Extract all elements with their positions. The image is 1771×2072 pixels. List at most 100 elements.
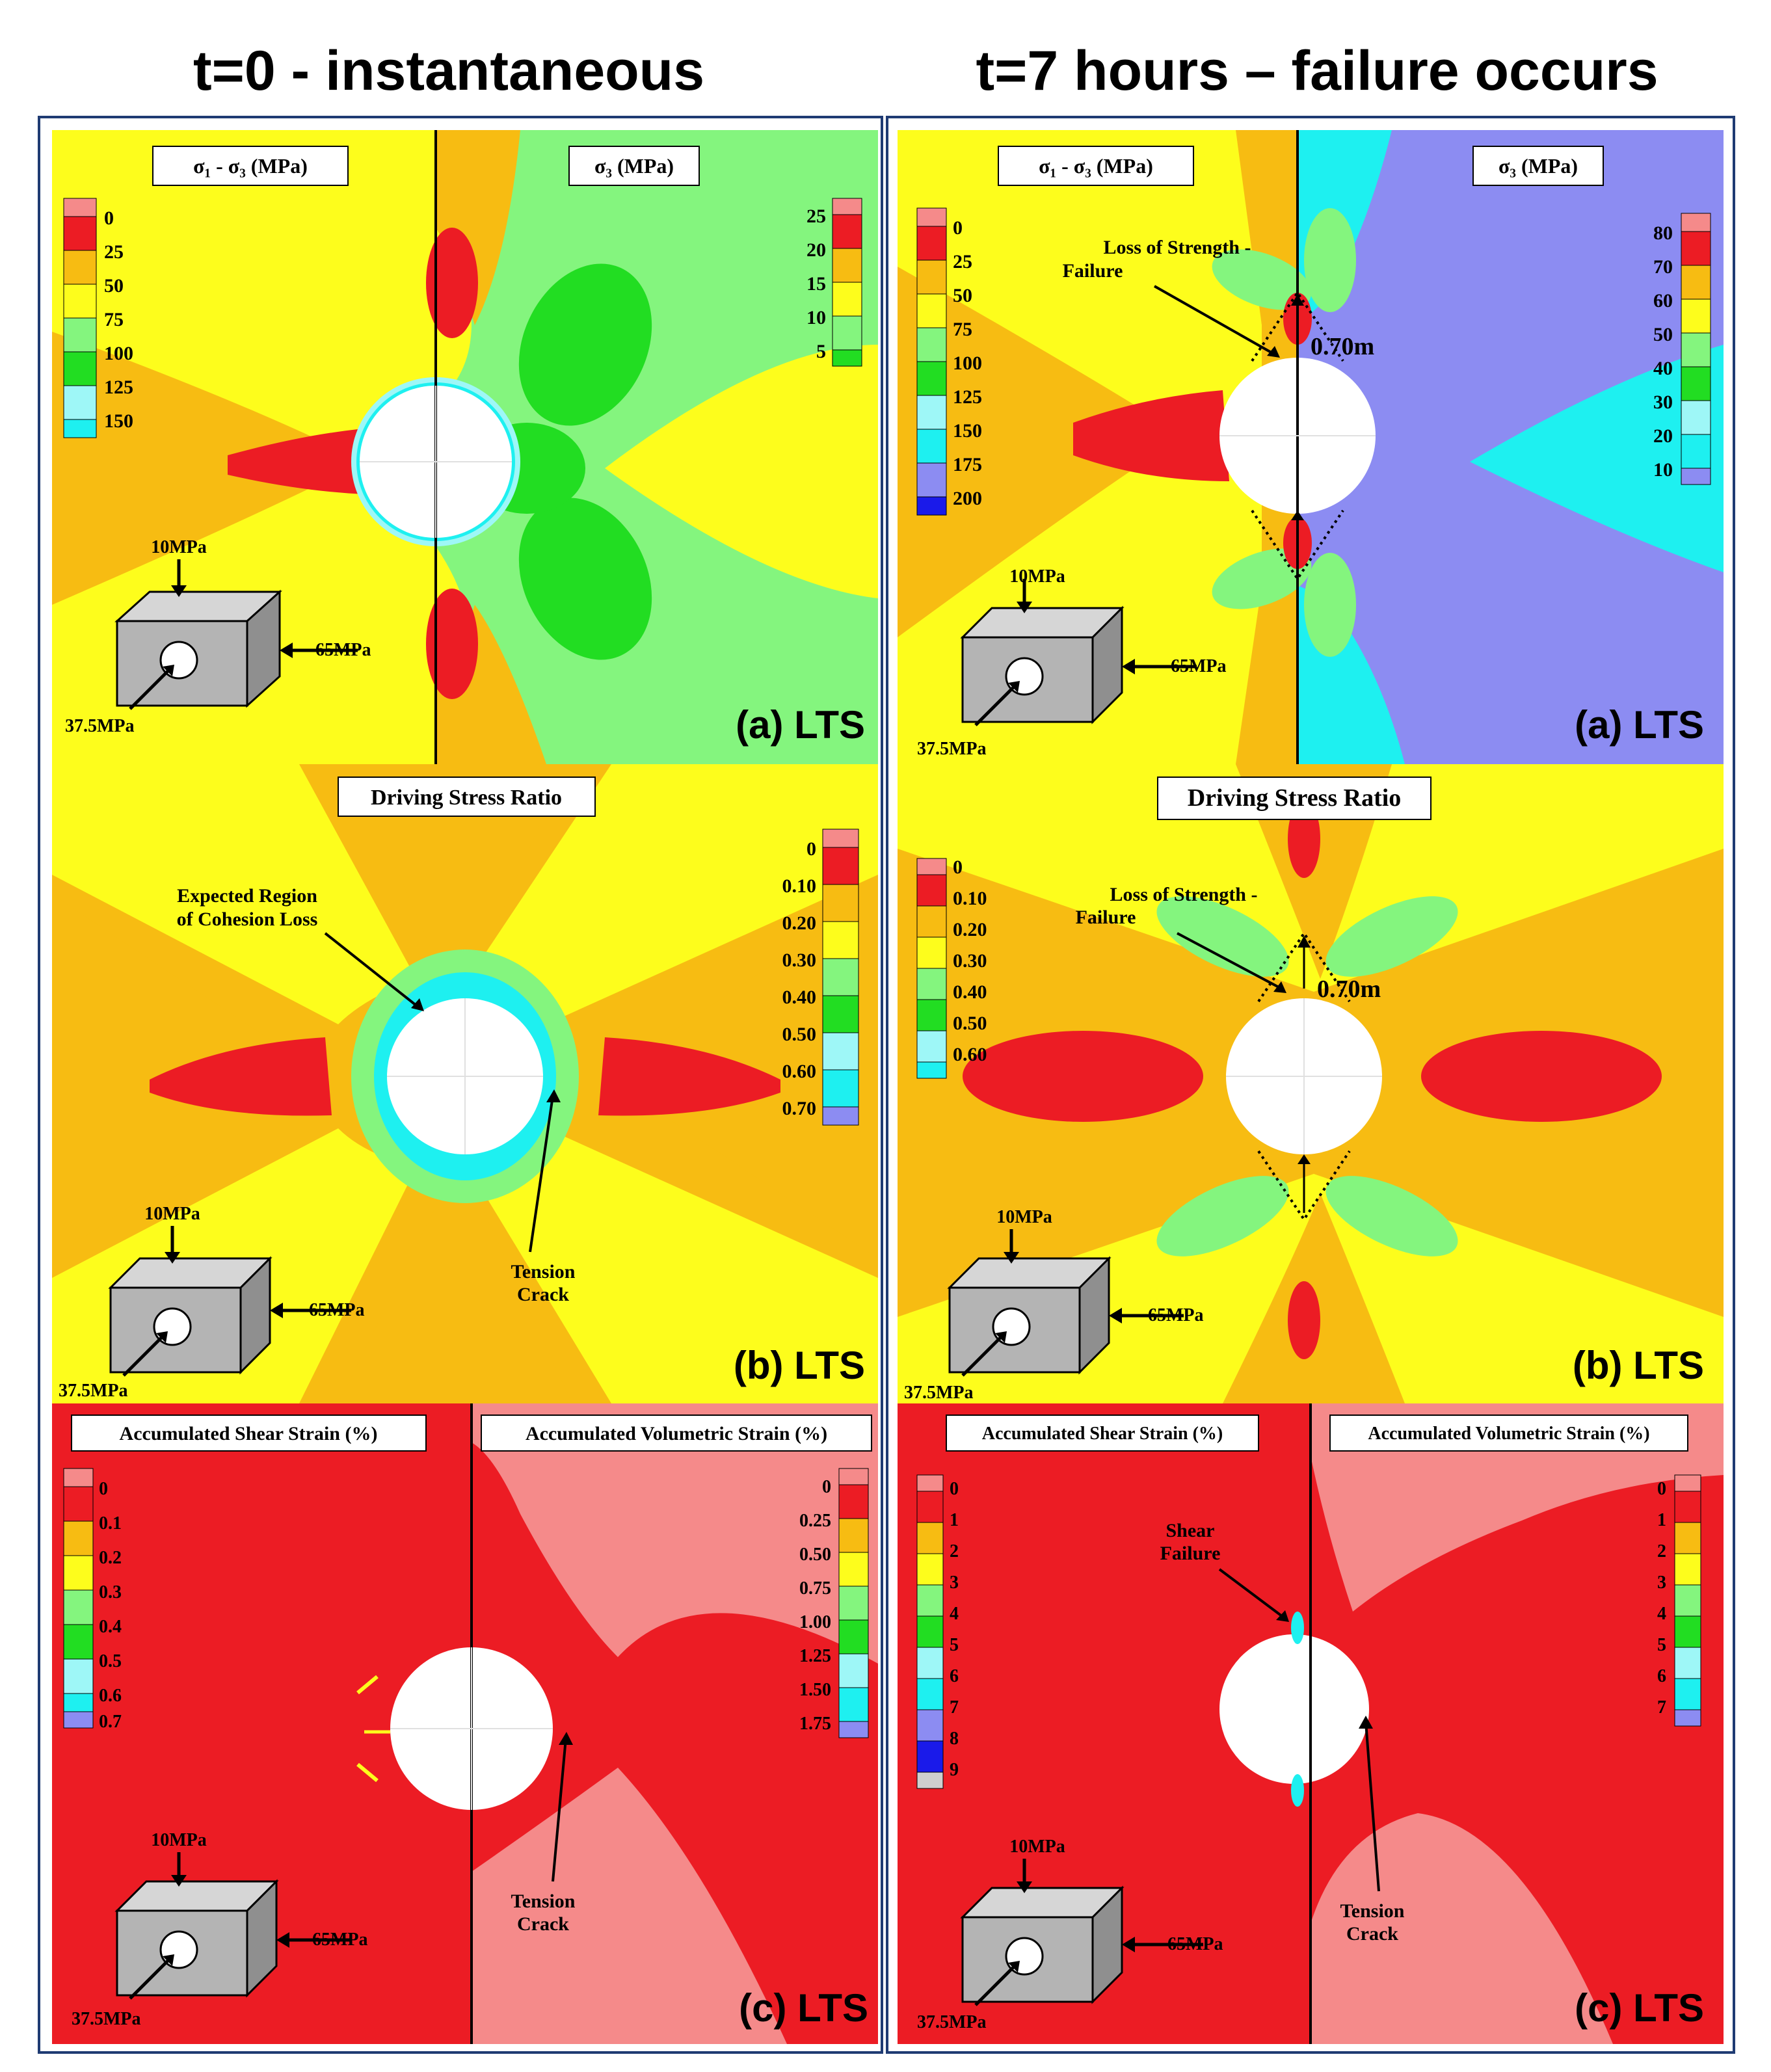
svg-text:5: 5: [1657, 1635, 1666, 1655]
legend-right: 80 70 60 50 40 30 20 10: [1653, 213, 1711, 485]
svg-text:25: 25: [806, 206, 826, 227]
svg-text:25: 25: [104, 241, 124, 263]
svg-text:0.75: 0.75: [799, 1578, 831, 1599]
legend-left: 0 0.1 0.2 0.3 0.4 0.5 0.6 0.7: [63, 1468, 122, 1732]
svg-text:75: 75: [104, 309, 124, 330]
svg-text:4: 4: [1657, 1604, 1666, 1624]
annotation-tension-crack: Tension Crack: [511, 1089, 576, 1305]
right-panel-c: Accumulated Shear Strain (%) Accumulated…: [898, 1403, 1724, 2044]
right-column-frame: [886, 116, 1735, 2054]
orange-left-wedge: [898, 267, 1184, 637]
svg-text:0.1: 0.1: [99, 1513, 122, 1534]
svg-text:0.50: 0.50: [782, 1024, 817, 1045]
title-box-right: σ₃ (MPa): [1472, 146, 1604, 186]
svg-text:150: 150: [104, 410, 133, 432]
load-box: 10MPa 65MPa 37.5MPa: [917, 1837, 1223, 2032]
yellow-top-wedge: [52, 764, 416, 1024]
svg-text:125: 125: [104, 377, 133, 398]
panel-tag: (b) LTS: [1573, 1344, 1704, 1387]
svg-text:50: 50: [104, 275, 124, 297]
svg-text:0.25: 0.25: [799, 1511, 831, 1531]
title-box: Driving Stress Ratio: [1157, 777, 1431, 820]
legend: 0 0.10 0.20 0.30 0.40 0.50 0.60 0.70: [782, 829, 859, 1126]
svg-text:150: 150: [953, 420, 982, 442]
annotation-cohesion-loss: Expected Region of Cohesion Loss: [177, 885, 424, 1011]
sigma3-red-lobe-bottom: [426, 589, 478, 699]
load-box: 10MPa 65MPa 37.5MPa: [59, 1204, 365, 1401]
svg-text:1.00: 1.00: [799, 1612, 831, 1632]
legend-left: 0 25 50 75 100 125 150: [63, 198, 133, 438]
svg-text:2: 2: [950, 1541, 959, 1561]
panel-tag: (c) LTS: [739, 1986, 868, 2030]
sigma3-red-lobe-top: [426, 228, 478, 338]
svg-text:37.5MPa: 37.5MPa: [59, 1381, 128, 1401]
load-box: 10MPa 65MPa 37.5MPa: [917, 566, 1227, 759]
orange-center-bottom: [338, 1206, 572, 1403]
svg-text:70: 70: [1653, 256, 1673, 278]
svg-text:0.70m: 0.70m: [1311, 333, 1374, 360]
green-lobe-ne: [1325, 896, 1458, 977]
svg-text:0.40: 0.40: [953, 981, 987, 1003]
svg-text:0.60: 0.60: [953, 1044, 987, 1065]
red-lobe-bottom: [1288, 1281, 1320, 1359]
svg-text:Driving Stress Ratio: Driving Stress Ratio: [371, 786, 562, 810]
svg-text:10MPa: 10MPa: [1009, 1837, 1065, 1857]
title-box-right: Accumulated Volumetric Strain (%): [1329, 1415, 1688, 1452]
svg-text:10MPa: 10MPa: [151, 1830, 207, 1850]
svg-text:Loss of Strength -: Loss of Strength -: [1104, 237, 1251, 258]
panel-tag: (b) LTS: [734, 1344, 865, 1387]
svg-text:65MPa: 65MPa: [1171, 656, 1227, 676]
svg-text:0: 0: [953, 857, 963, 878]
svg-text:37.5MPa: 37.5MPa: [904, 1383, 974, 1403]
svg-text:7: 7: [1657, 1697, 1666, 1718]
svg-text:9: 9: [950, 1760, 959, 1780]
svg-text:0.70: 0.70: [782, 1098, 817, 1119]
svg-text:0.10: 0.10: [953, 888, 987, 909]
svg-text:Shear: Shear: [1166, 1520, 1215, 1541]
yellow-bottom-wedge-right: [468, 1128, 878, 1403]
svg-text:37.5MPa: 37.5MPa: [917, 2012, 987, 2032]
annotation-loss-of-strength: Loss of Strength - Failure: [1063, 237, 1280, 358]
svg-text:0: 0: [806, 838, 816, 860]
sigma3-cyan-wedge: [1470, 345, 1724, 572]
svg-text:5: 5: [816, 341, 826, 362]
red-wing-left: [150, 1037, 332, 1116]
svg-text:5: 5: [950, 1635, 959, 1655]
green-lobe-se: [1325, 1176, 1458, 1256]
svg-text:Crack: Crack: [517, 1913, 569, 1935]
svg-text:15: 15: [806, 273, 826, 295]
left-panel-b: Driving Stress Ratio 0 0.10 0.20 0.30 0.…: [52, 764, 878, 1403]
svg-text:0.20: 0.20: [782, 912, 817, 934]
svg-text:0.20: 0.20: [953, 919, 987, 940]
svg-text:1: 1: [1657, 1510, 1666, 1530]
svg-text:20: 20: [1653, 425, 1673, 447]
title-box-left: Accumulated Shear Strain (%): [946, 1415, 1259, 1452]
left-panel-c: Accumulated Shear Strain (%) Accumulated…: [52, 1403, 878, 2044]
stress-orange-wedge: [52, 332, 364, 605]
svg-text:0.10: 0.10: [782, 875, 817, 897]
svg-text:65MPa: 65MPa: [1148, 1305, 1204, 1325]
svg-text:50: 50: [953, 285, 972, 306]
svg-text:65MPa: 65MPa: [315, 640, 371, 660]
svg-text:175: 175: [953, 454, 982, 475]
svg-text:40: 40: [1653, 358, 1673, 379]
svg-text:of Cohesion Loss: of Cohesion Loss: [177, 909, 318, 930]
svg-text:10MPa: 10MPa: [996, 1207, 1052, 1227]
svg-text:10: 10: [1653, 459, 1673, 481]
panel-tag: (a) LTS: [736, 703, 865, 747]
svg-text:0: 0: [822, 1477, 831, 1497]
svg-text:3: 3: [950, 1573, 959, 1593]
svg-text:0.2: 0.2: [99, 1548, 122, 1568]
legend: 0 0.10 0.20 0.30 0.40 0.50 0.60: [916, 857, 987, 1079]
annotation-loss-of-strength: Loss of Strength - Failure: [1076, 884, 1286, 993]
svg-text:1.50: 1.50: [799, 1680, 831, 1700]
svg-text:4: 4: [950, 1604, 959, 1624]
svg-text:Crack: Crack: [517, 1284, 569, 1305]
svg-text:65MPa: 65MPa: [1167, 1934, 1223, 1954]
title-box: Driving Stress Ratio: [338, 777, 596, 817]
svg-text:σ₁ - σ₃ (MPa): σ₁ - σ₃ (MPa): [1039, 154, 1153, 178]
svg-text:65MPa: 65MPa: [312, 1930, 368, 1950]
svg-text:0.6: 0.6: [99, 1686, 122, 1706]
svg-text:0: 0: [104, 207, 114, 229]
svg-text:75: 75: [953, 319, 972, 340]
